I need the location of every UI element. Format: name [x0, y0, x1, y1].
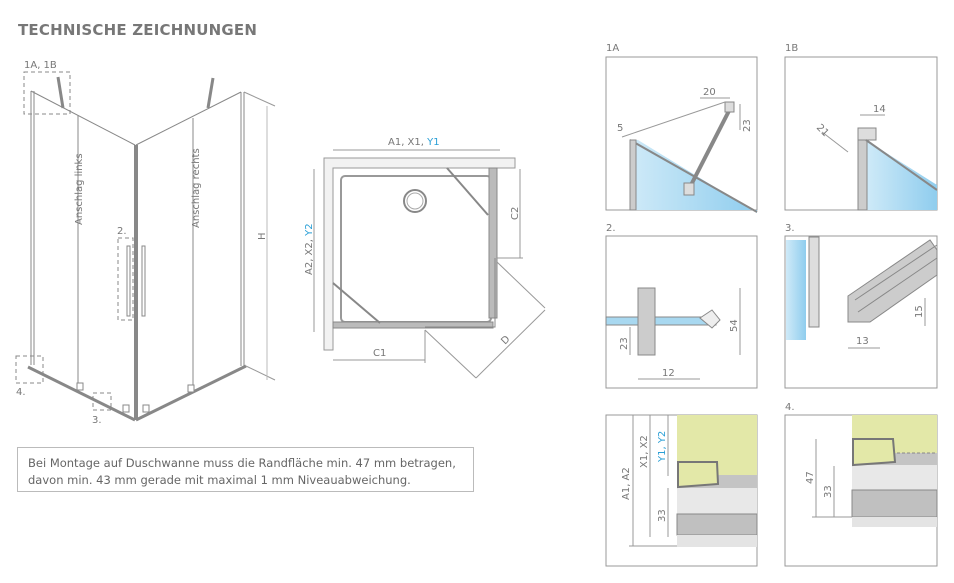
callout-label-4: 4. — [16, 387, 26, 398]
detail-label-3: 3. — [785, 223, 795, 234]
hinge-left-label: Anschlag links — [74, 153, 85, 225]
callout-box-2 — [117, 237, 134, 321]
detail-label-4: 4. — [785, 402, 795, 413]
callout-box-3 — [92, 392, 112, 411]
callout-box-1a1b — [23, 71, 71, 115]
dim-3-13: 13 — [856, 336, 869, 347]
detail-label-1a: 1A — [606, 43, 619, 54]
callout-label-1a1b: 1A, 1B — [24, 60, 57, 71]
page-title: TECHNISCHE ZEICHNUNGEN — [18, 21, 258, 39]
dim-1b-14: 14 — [873, 104, 886, 115]
note-line-1: Bei Montage auf Duschwanne muss die Rand… — [28, 456, 456, 470]
dim-y1-y2: Y1, Y2 — [657, 431, 668, 463]
dim-1a-5: 5 — [617, 123, 623, 134]
detail-tray-edge: A1, A2 X1, X2 Y1, Y2 33 — [605, 414, 758, 567]
mounting-note: Bei Montage auf Duschwanne muss die Rand… — [17, 447, 474, 492]
dim-1a-23: 23 — [742, 119, 753, 132]
plan-depth-label: A2, X2, Y2 — [304, 223, 315, 275]
detail-label-1b: 1B — [785, 43, 798, 54]
plan-drawing: A1, X1, Y1 A2, X2, Y2 C1 C2 D — [304, 137, 546, 379]
dim-a1-a2: A1, A2 — [621, 467, 632, 500]
callout-label-3: 3. — [92, 415, 102, 426]
dim-1a-20: 20 — [703, 87, 716, 98]
dim-2-12: 12 — [662, 368, 675, 379]
dim-4-47: 47 — [805, 471, 816, 484]
hinge-right-label: Anschlag rechts — [191, 148, 202, 228]
callout-box-4 — [15, 355, 44, 384]
detail-1a: 1A 5 20 23 — [605, 43, 758, 213]
callout-label-2: 2. — [117, 226, 127, 237]
detail-label-2: 2. — [606, 223, 616, 234]
plan-width-label: A1, X1, Y1 — [388, 137, 440, 148]
dim-33: 33 — [657, 509, 668, 522]
c1-label: C1 — [373, 348, 386, 359]
dim-3-15: 15 — [914, 305, 925, 318]
height-label: H — [257, 232, 268, 240]
dim-x1-x2: X1, X2 — [639, 435, 650, 468]
d-label: D — [499, 334, 512, 347]
detail-1b: 1B 14 21 — [784, 43, 938, 211]
detail-3: 3. 15 13 — [784, 223, 938, 389]
dim-2-54: 54 — [729, 319, 740, 332]
perspective-drawing: 1A, 1B 2. 4. 3. Anschlag links Anschlag … — [15, 60, 276, 426]
note-line-2: davon min. 43 mm gerade mit maximal 1 mm… — [28, 473, 411, 487]
dim-2-23: 23 — [619, 337, 630, 350]
c2-label: C2 — [510, 207, 521, 220]
detail-2: 2. 54 23 12 — [605, 223, 758, 389]
dim-4-33: 33 — [823, 485, 834, 498]
detail-4: 4. 47 33 — [784, 402, 938, 567]
